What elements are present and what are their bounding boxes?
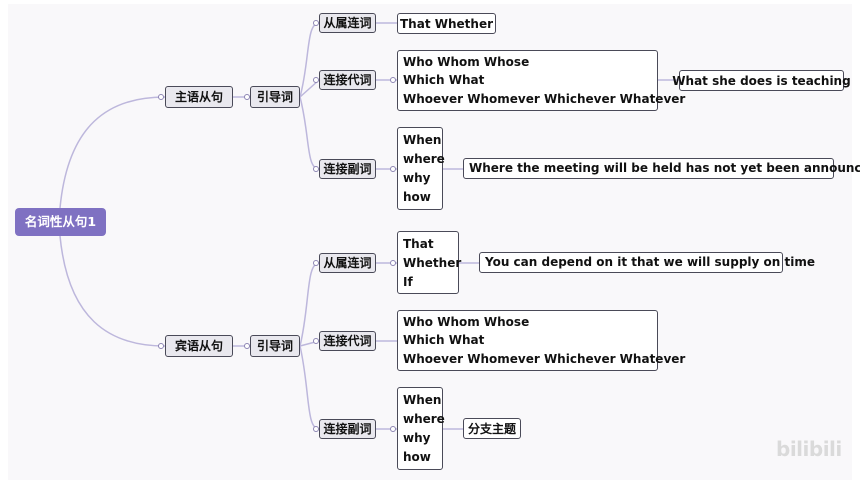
word-line: Whoever Whomever Whichever Whatever bbox=[403, 91, 686, 106]
collapse-dot[interactable] bbox=[158, 94, 164, 100]
word-line: Which What bbox=[403, 333, 485, 348]
word-line: Whoever Whomever Whichever Whatever bbox=[403, 351, 686, 366]
collapse-dot[interactable] bbox=[390, 166, 396, 172]
subject-adverb-node[interactable]: 连接副词 bbox=[319, 159, 376, 179]
word-line: why bbox=[403, 431, 431, 446]
object-adverb-words[interactable]: When where why how bbox=[397, 387, 445, 470]
word-line: Whether bbox=[403, 255, 462, 270]
collapse-dot[interactable] bbox=[390, 260, 396, 266]
link-connector-sub-2 bbox=[299, 262, 320, 347]
subject-pronoun-words[interactable]: Who Whom Whose Which What Whoever Whomev… bbox=[397, 50, 686, 111]
word-line: how bbox=[403, 450, 431, 465]
bilibili-watermark: bilibili bbox=[776, 437, 842, 461]
object-subordinating-node[interactable]: 从属连词 bbox=[319, 253, 376, 273]
subject-pronoun-example[interactable]: What she does is teaching bbox=[672, 70, 851, 91]
collapse-dot[interactable] bbox=[390, 426, 396, 432]
word-line: Who Whom Whose bbox=[403, 55, 530, 70]
object-adverb-example[interactable]: 分支主题 bbox=[463, 418, 521, 439]
object-pronoun-node[interactable]: 连接代词 bbox=[319, 331, 376, 351]
link-root-object bbox=[59, 235, 166, 347]
link-connector-adv-1 bbox=[299, 96, 320, 170]
subject-pronoun-node[interactable]: 连接代词 bbox=[319, 70, 376, 90]
word-line: Who Whom Whose bbox=[403, 315, 530, 330]
collapse-dot[interactable] bbox=[313, 260, 319, 266]
word-line: why bbox=[403, 171, 431, 186]
subject-clause-node[interactable]: 主语从句 bbox=[165, 86, 233, 108]
subject-connector-node[interactable]: 引导词 bbox=[250, 86, 300, 108]
collapse-dot[interactable] bbox=[244, 343, 250, 349]
collapse-dot[interactable] bbox=[313, 426, 319, 432]
subject-subordinating-node[interactable]: 从属连词 bbox=[319, 13, 376, 33]
collapse-dot[interactable] bbox=[313, 77, 319, 83]
link-connector-sub-1 bbox=[299, 22, 320, 98]
word-line: Which What bbox=[403, 73, 485, 88]
word-line: When bbox=[403, 392, 442, 407]
word-line: If bbox=[403, 274, 413, 289]
word-line: That bbox=[403, 236, 434, 251]
subject-adverb-example[interactable]: Where the meeting will be held has not y… bbox=[463, 158, 860, 179]
object-clause-node[interactable]: 宾语从句 bbox=[165, 335, 233, 357]
word-line: When bbox=[403, 132, 442, 147]
word-line: how bbox=[403, 190, 431, 205]
subject-subordinating-words[interactable]: That Whether bbox=[397, 13, 496, 34]
link-connector-adv-2 bbox=[299, 345, 320, 430]
object-subordinating-words[interactable]: That Whether If bbox=[397, 231, 462, 294]
object-adverb-node[interactable]: 连接副词 bbox=[319, 419, 376, 439]
object-subordinating-example[interactable]: You can depend on it that we will supply… bbox=[479, 252, 815, 273]
object-connector-node[interactable]: 引导词 bbox=[250, 335, 300, 357]
word-line: where bbox=[403, 411, 445, 426]
collapse-dot[interactable] bbox=[390, 77, 396, 83]
link-root-subject bbox=[59, 96, 166, 209]
collapse-dot[interactable] bbox=[313, 338, 319, 344]
collapse-dot[interactable] bbox=[313, 20, 319, 26]
word-line: where bbox=[403, 151, 445, 166]
root-node[interactable]: 名词性从句1 bbox=[15, 208, 106, 236]
collapse-dot[interactable] bbox=[244, 94, 250, 100]
collapse-dot[interactable] bbox=[158, 343, 164, 349]
object-pronoun-words[interactable]: Who Whom Whose Which What Whoever Whomev… bbox=[397, 310, 686, 371]
subject-adverb-words[interactable]: When where why how bbox=[397, 127, 445, 210]
collapse-dot[interactable] bbox=[313, 166, 319, 172]
